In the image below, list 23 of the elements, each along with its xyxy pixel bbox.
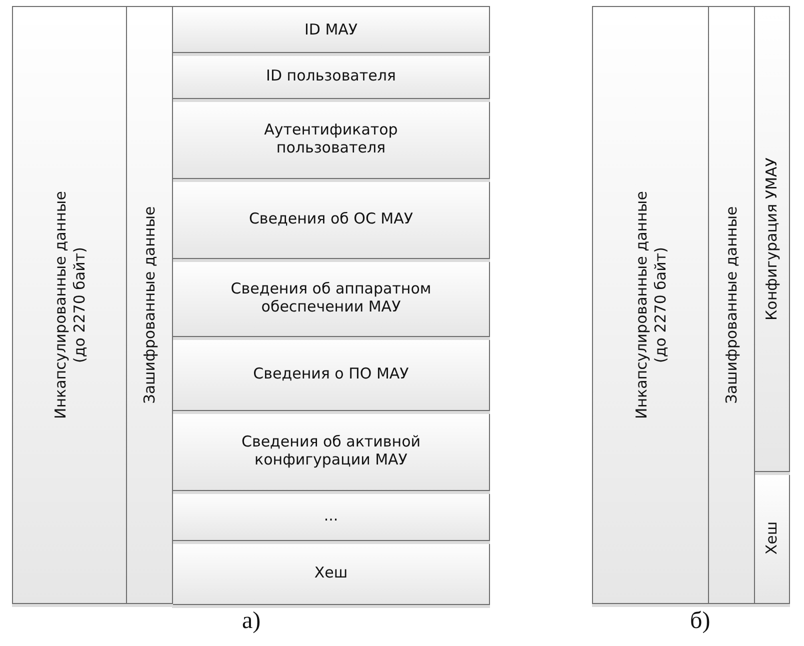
cell-text: Хеш [313, 563, 349, 582]
panel-label: а) [242, 608, 261, 635]
table-cell [592, 6, 709, 604]
cell-text: Сведения об активной конфигурации МАУ [240, 432, 422, 470]
panel-label: б) [690, 608, 710, 635]
cell-text: ... [322, 506, 340, 525]
cell-text: ID пользователя [265, 66, 397, 85]
table-cell [754, 6, 790, 472]
cell-text: Сведения о ПО МАУ [252, 364, 410, 383]
cell-text: Инкапсулированные данные (до 2270 байт) [632, 190, 670, 421]
cell-text: Сведения об ОС МАУ [248, 209, 414, 228]
cell-text: Аутентификатор пользователя [263, 120, 399, 158]
cell-text: ID МАУ [303, 20, 359, 39]
cell-text: Инкапсулированные данные (до 2270 байт) [50, 190, 88, 421]
cell-text: Зашифрованные данные [140, 205, 159, 406]
table-cell [12, 6, 127, 604]
cell-text: Конфигурация УМАУ [762, 156, 782, 322]
table-cell [126, 6, 173, 604]
cell-text: Зашифрованные данные [722, 205, 741, 406]
table-cell [708, 6, 755, 604]
cell-text: Сведения об аппаратном обеспечении МАУ [230, 278, 432, 316]
table-cell [172, 6, 490, 53]
cell-text: Хеш [762, 520, 782, 556]
